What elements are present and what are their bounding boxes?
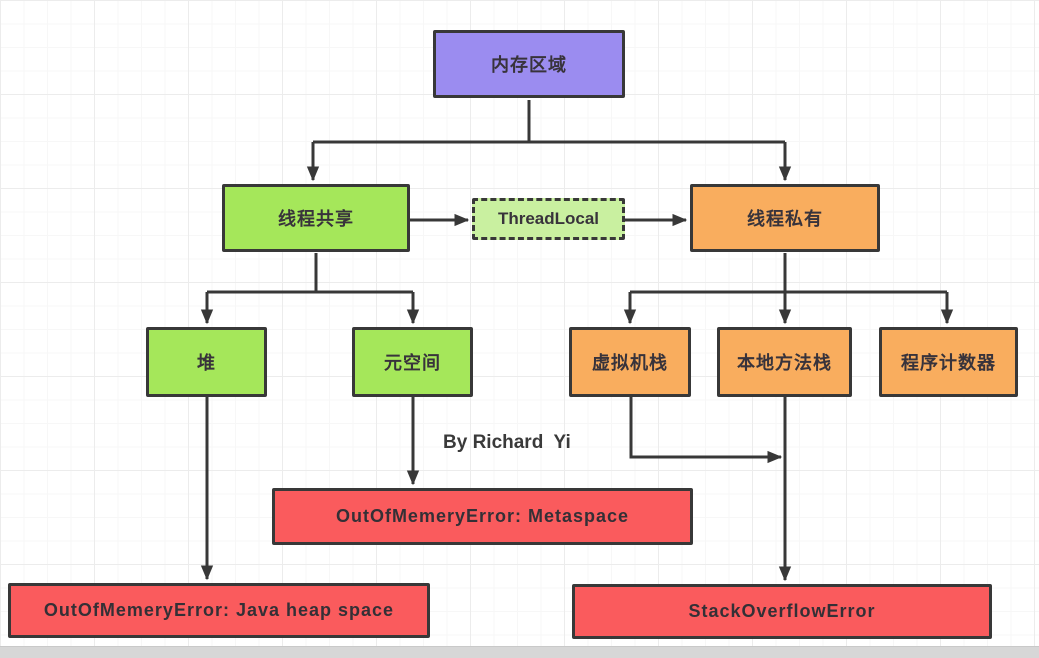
- node-label: 堆: [197, 353, 216, 373]
- author-signature: By Richard Yi: [443, 432, 571, 453]
- node-label: 线程共享: [278, 209, 354, 229]
- edge-vmstack-to-stackoverflow: [629, 397, 783, 464]
- node-label: OutOfMemeryError: Metaspace: [335, 506, 630, 526]
- edge-memory-split: [313, 100, 785, 144]
- edge-shared-split: [207, 253, 413, 294]
- node-thread-private: 线程私有: [690, 184, 880, 252]
- node-oom-heap: OutOfMemeryError: Java heap space: [8, 583, 430, 638]
- node-thread-shared: 线程共享: [222, 184, 410, 252]
- edge-private-split: [630, 253, 947, 294]
- node-program-counter: 程序计数器: [879, 327, 1018, 397]
- node-label: ThreadLocal: [497, 209, 600, 228]
- node-label: OutOfMemeryError: Java heap space: [43, 600, 395, 620]
- node-label: 虚拟机栈: [592, 353, 668, 373]
- node-stackoverflow: StackOverflowError: [572, 584, 992, 639]
- node-threadlocal: ThreadLocal: [472, 198, 625, 240]
- node-oom-metaspace: OutOfMemeryError: Metaspace: [272, 488, 693, 545]
- node-heap: 堆: [146, 327, 267, 397]
- edge-group: [200, 100, 954, 582]
- node-metaspace: 元空间: [352, 327, 473, 397]
- node-label: StackOverflowError: [688, 601, 876, 621]
- horizontal-scrollbar[interactable]: [0, 646, 1039, 658]
- node-native-method-stack: 本地方法栈: [717, 327, 852, 397]
- node-label: 程序计数器: [901, 353, 996, 373]
- node-label: 内存区域: [491, 55, 567, 75]
- node-label: 本地方法栈: [737, 353, 832, 373]
- node-label: 线程私有: [747, 209, 823, 229]
- node-vm-stack: 虚拟机栈: [569, 327, 691, 397]
- node-memory-area: 内存区域: [433, 30, 625, 98]
- node-label: 元空间: [384, 353, 441, 373]
